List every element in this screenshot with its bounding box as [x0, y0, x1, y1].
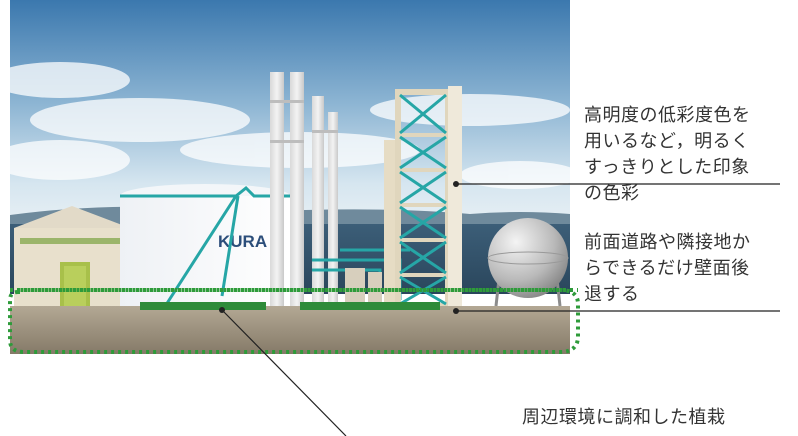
leader-line-setback — [453, 308, 780, 314]
steel-tower — [384, 86, 462, 309]
chimney-bands — [270, 100, 338, 143]
warehouse — [14, 206, 130, 310]
process-units — [345, 268, 382, 306]
planting-zone-outline — [8, 288, 580, 354]
tank-logo: KURA — [218, 232, 267, 251]
chimneys — [270, 72, 338, 306]
clouds — [0, 62, 580, 189]
annotation-planting-guideline: 周辺環境に調和した植栽 — [522, 407, 726, 428]
annotation-setback-guideline: 前面道路や隣接地か らできるだけ壁面後 退する — [584, 232, 751, 305]
annotation-color-guideline: 高明度の低彩度色を 用いるなど，明るく すっきりとした印象 の色彩 — [584, 105, 751, 204]
planting-strips — [140, 302, 440, 310]
leader-line-color — [453, 181, 780, 187]
ground — [10, 306, 570, 354]
leader-line-planting — [219, 307, 347, 436]
